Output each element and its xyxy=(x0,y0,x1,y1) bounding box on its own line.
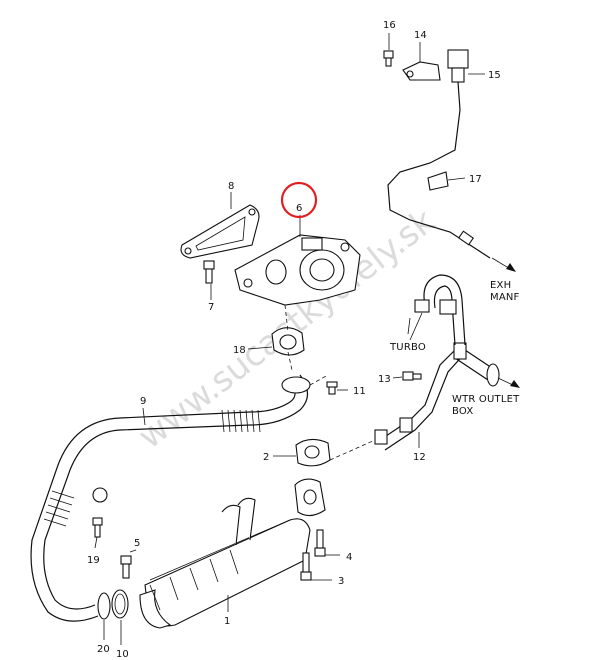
bolt-part-5[interactable] xyxy=(120,555,132,579)
bolt-part-13[interactable] xyxy=(402,371,422,381)
callout-4: 4 xyxy=(346,552,352,563)
bolt-part-11[interactable] xyxy=(326,381,338,395)
ring-part-20[interactable] xyxy=(97,592,111,620)
bracket-part-14[interactable] xyxy=(402,61,441,81)
label-box: BOX xyxy=(452,406,473,417)
callout-8: 8 xyxy=(228,181,234,192)
callout-1: 1 xyxy=(224,616,230,627)
bolt-part-7[interactable] xyxy=(203,260,215,284)
callout-5: 5 xyxy=(134,538,140,549)
callout-11: 11 xyxy=(353,386,366,397)
gasket-part-18[interactable] xyxy=(271,327,305,356)
callout-15: 15 xyxy=(488,70,501,81)
callout-13: 13 xyxy=(378,374,391,385)
callout-10: 10 xyxy=(116,649,129,660)
callout-17: 17 xyxy=(469,174,482,185)
bolt-part-4[interactable] xyxy=(314,529,326,557)
callout-3: 3 xyxy=(338,576,344,587)
sensor-part-15[interactable] xyxy=(387,49,491,259)
bolt-part-19[interactable] xyxy=(92,517,103,538)
callout-18: 18 xyxy=(233,345,246,356)
label-wtr-outlet: WTR OUTLET xyxy=(452,394,520,405)
egr-cooler-part-1[interactable] xyxy=(139,478,326,629)
wtr-arrowhead xyxy=(510,380,520,388)
callout-14: 14 xyxy=(414,30,427,41)
water-pipe-part-12[interactable] xyxy=(374,342,500,451)
pipe-part-9[interactable] xyxy=(30,374,311,622)
callout-7: 7 xyxy=(208,302,214,313)
clip-part-17[interactable] xyxy=(427,171,449,191)
turbo-hose[interactable] xyxy=(414,274,466,346)
egr-valve-part-6[interactable] xyxy=(234,234,361,306)
callout-2: 2 xyxy=(263,452,269,463)
label-turbo: TURBO xyxy=(389,342,426,353)
callout-9: 9 xyxy=(140,396,146,407)
clamp-part-10[interactable] xyxy=(111,589,129,619)
turbo-arrow xyxy=(407,317,411,335)
callout-16: 16 xyxy=(383,20,396,31)
bolt-part-3[interactable] xyxy=(300,552,312,581)
callout-6: 6 xyxy=(296,203,302,214)
label-manf: MANF xyxy=(490,292,520,303)
callout-20: 20 xyxy=(97,644,110,655)
callout-19: 19 xyxy=(87,555,100,566)
gasket-part-2[interactable] xyxy=(295,438,331,467)
callout-12: 12 xyxy=(413,452,426,463)
highlight-ring xyxy=(280,181,318,219)
exh-arrowhead xyxy=(506,263,516,272)
gasket-part-8[interactable] xyxy=(180,204,260,259)
label-exh: EXH xyxy=(490,280,511,291)
bolt-part-16[interactable] xyxy=(383,50,394,67)
